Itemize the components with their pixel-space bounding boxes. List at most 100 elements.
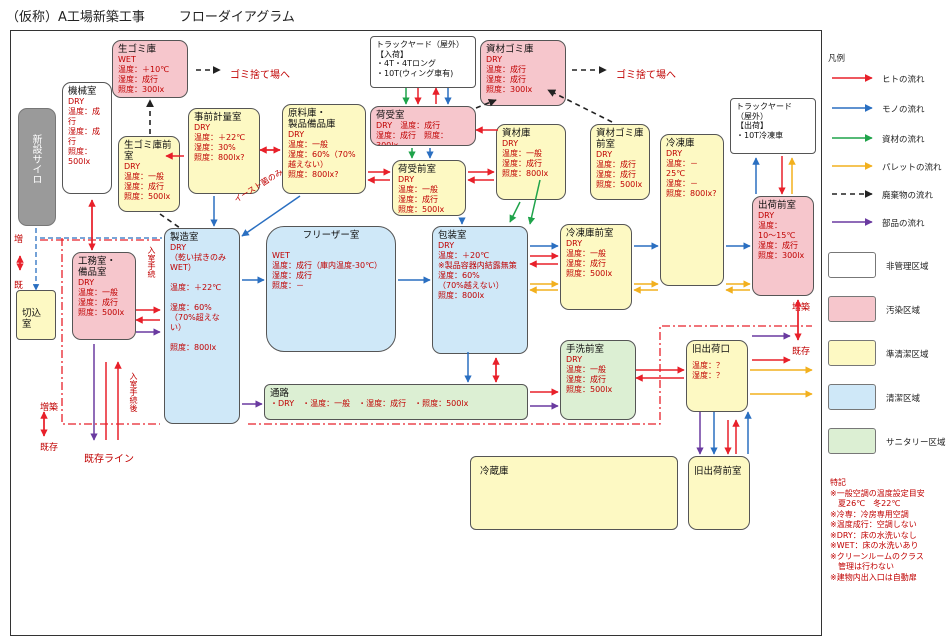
legend-zone-semiclean: 準清潔区域	[886, 350, 929, 360]
annotation-zouchiku-right: 増築	[792, 303, 811, 313]
room-kikai-conditions: DRY 温度：成 行 湿度：成 行 照度： 500lx	[68, 97, 100, 166]
room-silo-label: 新設サイロ	[30, 134, 41, 184]
room-tearaimae-title: 手洗前室	[566, 344, 605, 355]
room-shizaigomi: 資材ゴミ庫 DRY 温度：成行 湿度：成行 照度：300lx	[480, 40, 566, 106]
room-niukemae: 荷受前室 DRY 温度：一般 湿度：成行 照度：500lx	[392, 160, 466, 216]
room-reitomae-conditions: DRY 温度：一般 湿度：成行 照度：500lx	[566, 239, 613, 278]
room-niukemae-title: 荷受前室	[398, 164, 437, 175]
room-jizenkeiryo-title: 事前計量室	[194, 112, 242, 123]
room-namagomi-title: 生ゴミ庫	[118, 44, 157, 55]
annotation-gomi-1: ゴミ捨て場へ	[230, 70, 290, 81]
room-genryo-conditions: DRY 温度：一般 湿度：60%（70% 越えない） 照度：800lx?	[288, 130, 356, 179]
annotation-kizon-bottom: 既存	[40, 443, 59, 453]
annotation-kizon-line: 既存ライン	[84, 454, 134, 465]
room-reizou-title: 冷蔵庫	[480, 466, 509, 477]
room-kirikomi-title: 切込室	[22, 308, 42, 330]
room-koumu: 工務室・ 備品室 DRY 温度：一般 湿度：成行 照度：500lx	[72, 252, 136, 340]
room-reitomae: 冷凍庫前室 DRY 温度：一般 湿度：成行 照度：500lx	[560, 224, 632, 310]
room-genryo: 原料庫・ 製品備品庫 DRY 温度：一般 湿度：60%（70% 越えない） 照度…	[282, 104, 366, 194]
diagram-title: （仮称）A工場新築工事フローダイアグラム	[6, 6, 295, 25]
annotation-kizon-left: 既	[14, 281, 24, 291]
legend-flow-pallets: パレットの流れ	[882, 163, 942, 173]
diagram-frame	[10, 30, 822, 636]
room-track-in-title: トラックヤード（屋外） 【入荷】 ・4T・4Tロング ・10T(ウィング車有)	[376, 40, 464, 78]
room-niukemae-conditions: DRY 温度：一般 湿度：成行 照度：500lx	[398, 175, 445, 214]
diagram-subtitle: フローダイアグラム	[178, 10, 295, 25]
room-kyudeiriguchi-title: 旧出荷口	[692, 344, 731, 355]
room-reitomae-title: 冷凍庫前室	[566, 228, 614, 239]
room-shizaigomimae: 資材ゴミ庫 前室 DRY 温度：成行 湿度：成行 照度：500lx	[590, 124, 650, 200]
room-housou-title: 包装室	[438, 230, 467, 241]
room-shukkamae-conditions: DRY 温度： 10～15℃ 湿度：成行 照度：300lx	[758, 211, 805, 260]
room-tsuro: 通路 ・DRY ・温度：一般 ・湿度：成行 ・照度：500lx	[264, 384, 528, 420]
room-track-in: トラックヤード（屋外） 【入荷】 ・4T・4Tロング ・10T(ウィング車有)	[370, 36, 476, 88]
legend-zone-contaminated: 汚染区域	[886, 306, 921, 316]
room-koumu-title: 工務室・ 備品室	[78, 256, 117, 278]
legend-zone-unmanaged: 非管理区域	[886, 262, 929, 272]
room-kyushukkamae: 旧出荷前室	[688, 456, 750, 530]
special-notes: 特記 ※一般空調の温度設定目安 夏26℃ 冬22℃ ※冷専：冷房専用空調 ※温度…	[830, 478, 925, 582]
room-silo: 新設サイロ	[18, 108, 56, 226]
annotation-kizon-right: 既存	[792, 347, 811, 357]
legend-flow-people: ヒトの流れ	[882, 75, 925, 85]
room-freezer-conditions: WET 温度：成行（庫内温度-30℃） 湿度：成行 照度：－	[272, 251, 383, 290]
annotation-nyushitsu-1: 入室手続	[147, 246, 156, 278]
room-track-out-title: トラックヤード （屋外） 【出荷】 ・10T冷凍車	[736, 102, 792, 140]
room-shizaigomimae-title: 資材ゴミ庫 前室	[596, 128, 644, 150]
legend-zone-swatch-sanitary	[828, 428, 876, 454]
room-shukkamae: 出荷前室 DRY 温度： 10～15℃ 湿度：成行 照度：300lx	[752, 196, 814, 296]
room-tearaimae: 手洗前室 DRY 温度：一般 湿度：成行 照度：500lx	[560, 340, 636, 420]
room-kikai: 機械室 DRY 温度：成 行 湿度：成 行 照度： 500lx	[62, 82, 112, 194]
room-shizaigomi-conditions: DRY 温度：成行 湿度：成行 照度：300lx	[486, 55, 533, 94]
annotation-nyushitsu-2: 入室手続後	[129, 372, 138, 412]
room-kikai-title: 機械室	[68, 86, 97, 97]
annotation-zouchiku-bottom: 増築	[40, 403, 59, 413]
legend-flow-goods: モノの流れ	[882, 105, 925, 115]
room-tearaimae-conditions: DRY 温度：一般 湿度：成行 照度：500lx	[566, 355, 613, 394]
legend-zone-swatch-clean	[828, 384, 876, 410]
room-seizo-title: 製造室	[170, 232, 199, 243]
room-shukkamae-title: 出荷前室	[758, 200, 797, 211]
room-namagomi-conditions: WET 温度：＋10℃ 湿度：成行 照度：300lx	[118, 55, 170, 94]
room-kyudeiriguchi-conditions: 温度：？ 湿度：？	[692, 361, 724, 380]
room-freezer: フリーザー室 WET 温度：成行（庫内温度-30℃） 湿度：成行 照度：－	[266, 226, 396, 352]
room-shizaigomimae-conditions: DRY 温度：成行 湿度：成行 照度：500lx	[596, 150, 643, 189]
room-reito: 冷凍庫 DRY 温度：－ 25℃ 湿度：－ 照度：800lx?	[660, 134, 724, 286]
room-seizo: 製造室 DRY （乾い拭きのみ WET） 温度：＋22℃ 湿度：60% （70%…	[164, 228, 240, 424]
room-track-out: トラックヤード （屋外） 【出荷】 ・10T冷凍車	[730, 98, 816, 154]
legend-zone-swatch-unmanaged	[828, 252, 876, 278]
room-tsuro-title: 通路	[270, 388, 290, 399]
legend-heading: 凡例	[828, 54, 846, 64]
legend-flow-parts: 部品の流れ	[882, 219, 925, 229]
room-namagomimae: 生ゴミ庫前 室 DRY 温度：一般 湿度：成行 照度：500lx	[118, 136, 180, 212]
legend-zone-clean: 清潔区域	[886, 394, 921, 404]
annotation-zou-left: 増	[14, 235, 24, 245]
room-seizo-conditions: DRY （乾い拭きのみ WET） 温度：＋22℃ 湿度：60% （70%超えない…	[170, 243, 226, 352]
annotation-gomi-2: ゴミ捨て場へ	[616, 70, 676, 81]
room-kyushukkamae-title: 旧出荷前室	[694, 466, 742, 477]
room-genryo-title: 原料庫・ 製品備品庫	[288, 108, 336, 130]
room-shizai-title: 資材庫	[502, 128, 531, 139]
room-namagomi: 生ゴミ庫 WET 温度：＋10℃ 湿度：成行 照度：300lx	[112, 40, 188, 98]
room-jizenkeiryo-conditions: DRY 温度：＋22℃ 湿度：30% 照度：800lx?	[194, 123, 246, 162]
room-koumu-conditions: DRY 温度：一般 湿度：成行 照度：500lx	[78, 278, 125, 317]
room-niuke-conditions: DRY 温度：成行 湿度：成行 照度：300lx	[376, 121, 448, 146]
room-jizenkeiryo: 事前計量室 DRY 温度：＋22℃ 湿度：30% 照度：800lx?	[188, 108, 260, 194]
room-shizai-conditions: DRY 温度：一般 湿度：成行 照度：800lx	[502, 139, 549, 178]
room-shizai: 資材庫 DRY 温度：一般 湿度：成行 照度：800lx	[496, 124, 566, 200]
room-namagomimae-conditions: DRY 温度：一般 湿度：成行 照度：500lx	[124, 162, 171, 201]
legend-zone-swatch-semiclean	[828, 340, 876, 366]
room-reito-conditions: DRY 温度：－ 25℃ 湿度：－ 照度：800lx?	[666, 149, 717, 198]
room-kyudeiriguchi: 旧出荷口 温度：？ 湿度：？	[686, 340, 748, 412]
legend-zone-sanitary: サニタリー区域	[886, 438, 946, 448]
legend-zone-swatch-contaminated	[828, 296, 876, 322]
legend-flow-waste: 廃棄物の流れ	[882, 191, 934, 201]
room-housou: 包装室 DRY 温度：＋20℃ ※製品容器内結露無策 湿度：60% （70%越え…	[432, 226, 528, 354]
room-freezer-title: フリーザー室	[302, 230, 360, 241]
room-housou-conditions: DRY 温度：＋20℃ ※製品容器内結露無策 湿度：60% （70%越えない） …	[438, 241, 517, 300]
room-niuke-title: 荷受室	[376, 110, 405, 121]
room-reizou: 冷蔵庫	[470, 456, 678, 530]
room-reito-title: 冷凍庫	[666, 138, 695, 149]
legend-flow-materials: 資材の流れ	[882, 135, 925, 145]
